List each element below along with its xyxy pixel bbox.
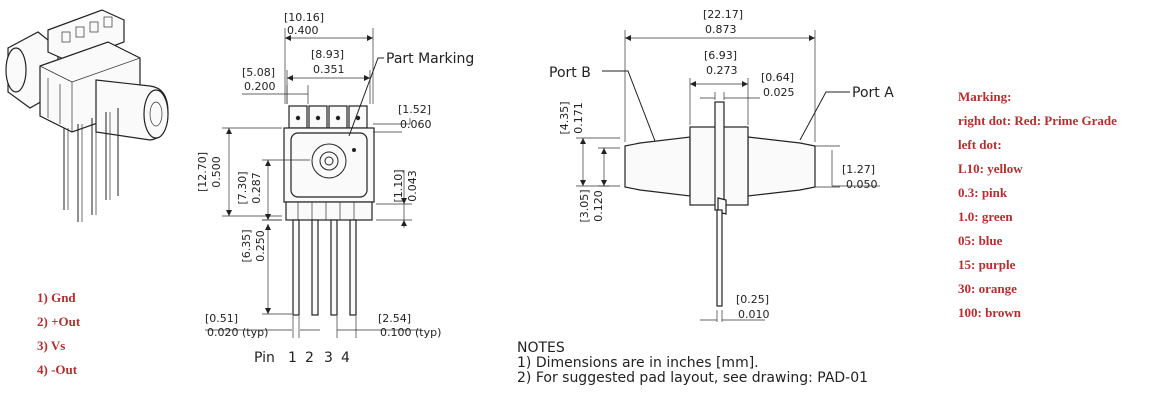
- dim-body-mm: [6.93]: [704, 49, 737, 62]
- pin-number: 1: [288, 350, 297, 366]
- dim-lead-in: 0.250: [254, 230, 267, 262]
- marking-line: 15: purple: [958, 257, 1016, 272]
- dim-overall-in: 0.873: [705, 23, 737, 36]
- dim-pin-width-mm: [0.51]: [205, 312, 238, 325]
- dim-stand-mm: [1.10]: [392, 169, 405, 202]
- dim-height-in: 0.500: [210, 156, 223, 188]
- note-item: 1) Dimensions are in inches [mm].: [517, 355, 759, 371]
- notes-title: NOTES: [517, 340, 565, 356]
- dim-pitch-mm: [5.08]: [242, 66, 275, 79]
- dim-height-mm: [12.70]: [196, 152, 209, 192]
- pin-legend: 1) Gnd 2) +Out 3) Vs 4) -Out: [37, 290, 81, 377]
- dim-center-mm: [7.30]: [236, 171, 249, 204]
- dim-pin-width-in: 0.020 (typ): [207, 326, 268, 339]
- front-view: [10.16] 0.400 [8.93] 0.351 [5.08] 0.200 …: [196, 11, 474, 366]
- port-a-label: Port A: [852, 85, 894, 101]
- marking-title: Marking:: [958, 89, 1011, 104]
- pin-number: 2: [305, 350, 314, 366]
- pin-legend-item: 2) +Out: [37, 314, 81, 329]
- pin-number: 3: [324, 350, 333, 366]
- marking-line: 05: blue: [958, 233, 1003, 248]
- dim-width-mm: [10.16]: [284, 11, 324, 24]
- dim-port-d-mm: [3.05]: [578, 189, 591, 222]
- dim-body-in: 0.273: [706, 64, 738, 77]
- pin-number: 4: [341, 350, 350, 366]
- dim-pin-pitch-in: 0.100 (typ): [380, 326, 441, 339]
- side-view: [22.17] 0.873 [6.93] 0.273 [0.64] 0.025 …: [549, 8, 894, 322]
- note-item: 2) For suggested pad layout, see drawing…: [517, 370, 868, 386]
- dim-port-h-in: 0.171: [572, 102, 585, 134]
- dim-pin-pitch-mm: [2.54]: [378, 312, 411, 325]
- marking-line: 0.3: pink: [958, 185, 1008, 200]
- pin-legend-item: 4) -Out: [37, 362, 78, 377]
- dim-center-in: 0.287: [250, 172, 263, 204]
- dim-mark-in: 0.351: [313, 63, 345, 76]
- part-marking-label: Part Marking: [386, 51, 474, 67]
- marking-line: 30: orange: [958, 281, 1017, 296]
- marking-line: left dot:: [958, 137, 1002, 152]
- dim-mark-off-in: 0.060: [400, 118, 432, 131]
- dim-tab-in: 0.025: [763, 86, 795, 99]
- dim-tip-mm: [1.27]: [842, 163, 875, 176]
- pin-legend-item: 1) Gnd: [37, 290, 76, 305]
- dim-lead-mm: [6.35]: [240, 229, 253, 262]
- dim-mark-mm: [8.93]: [311, 48, 344, 61]
- pin-label: Pin: [254, 350, 275, 366]
- dim-port-h-mm: [4.35]: [558, 101, 571, 134]
- dim-port-d-in: 0.120: [592, 190, 605, 222]
- marking-line: 100: brown: [958, 305, 1022, 320]
- marking-line: right dot: Red: Prime Grade: [958, 113, 1117, 128]
- dim-lead-t-in: 0.010: [738, 308, 770, 321]
- dim-overall-mm: [22.17]: [703, 8, 743, 21]
- dim-stand-in: 0.043: [406, 170, 419, 202]
- dim-tab-mm: [0.64]: [761, 71, 794, 84]
- marking-legend: Marking: right dot: Red: Prime Grade lef…: [958, 89, 1117, 320]
- dim-tip-in: 0.050: [846, 178, 878, 191]
- marking-line: L10: yellow: [958, 161, 1023, 176]
- dim-width-in: 0.400: [287, 24, 319, 37]
- dim-lead-t-mm: [0.25]: [736, 293, 769, 306]
- isometric-view: [5, 9, 169, 222]
- marking-line: 1.0: green: [958, 209, 1013, 224]
- port-b-label: Port B: [549, 65, 591, 81]
- dim-pitch-in: 0.200: [244, 80, 276, 93]
- dim-mark-off-mm: [1.52]: [398, 103, 431, 116]
- pin-legend-item: 3) Vs: [37, 338, 65, 353]
- notes: NOTES 1) Dimensions are in inches [mm]. …: [517, 340, 868, 386]
